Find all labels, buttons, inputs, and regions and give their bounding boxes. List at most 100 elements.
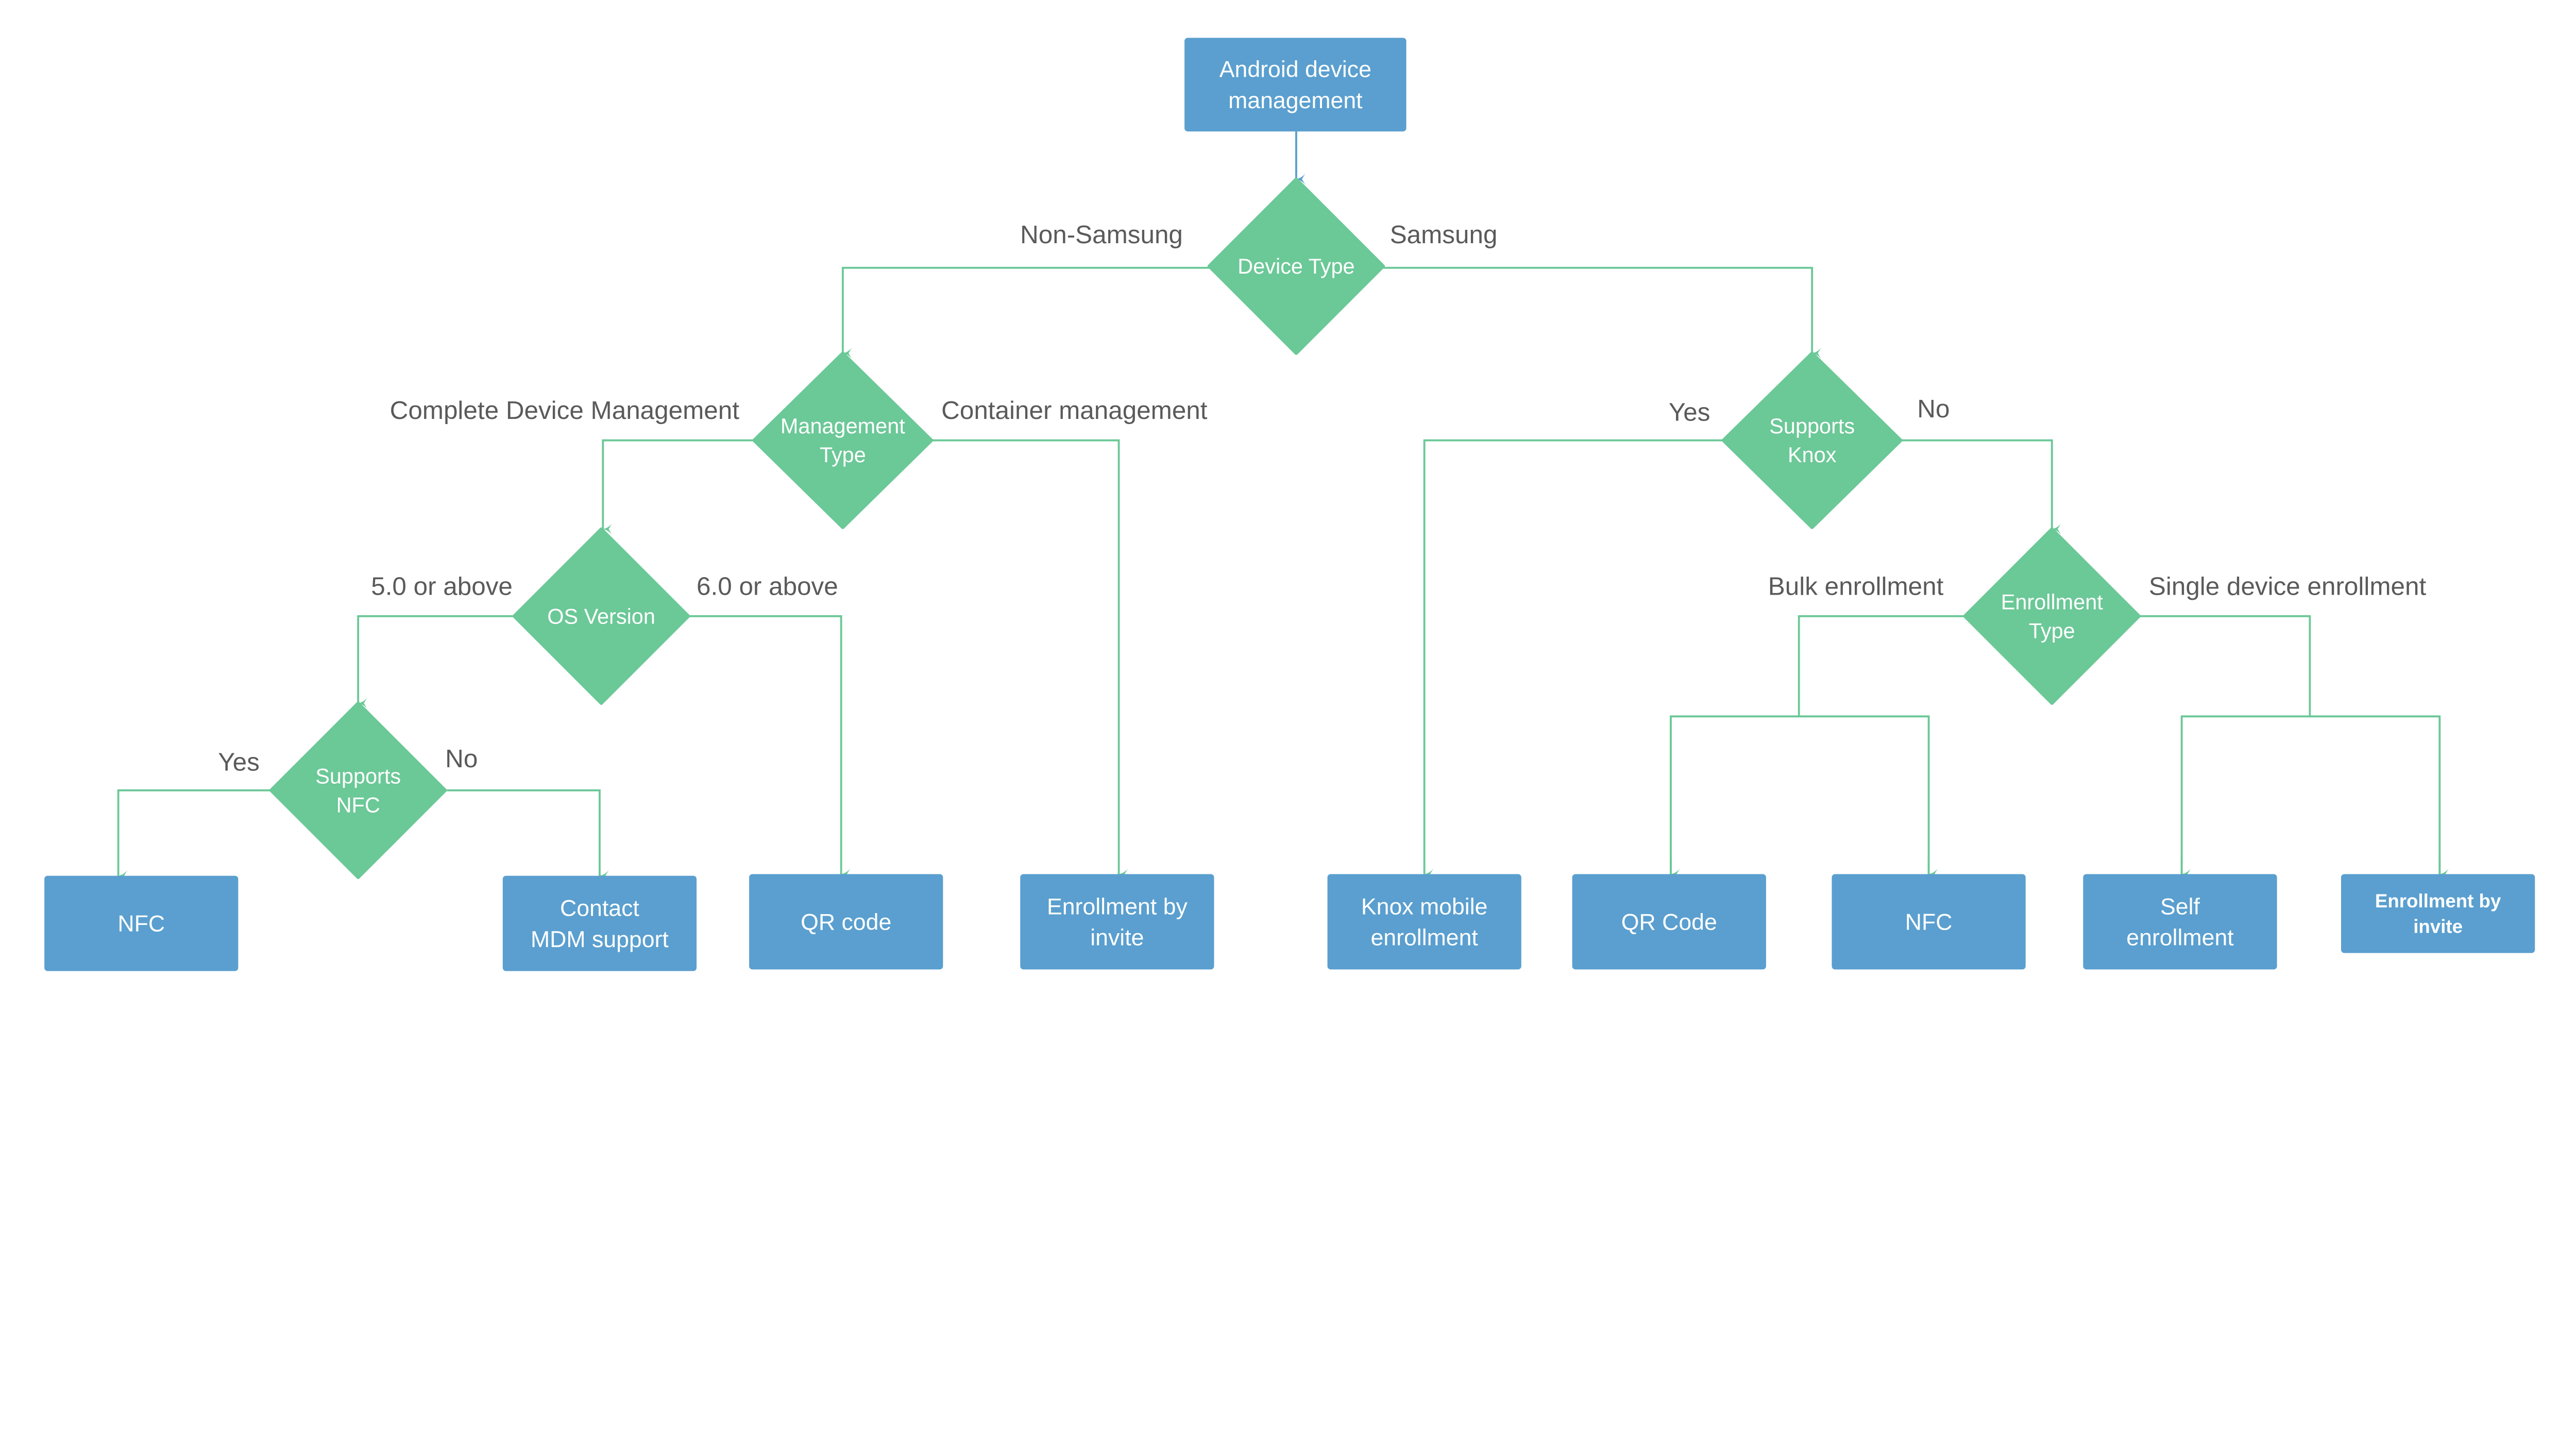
connector-container	[931, 439, 1128, 880]
node-label-line: Self	[2160, 894, 2200, 919]
box-shape	[502, 875, 697, 971]
node-label: OS Version	[547, 604, 655, 628]
node-label-line: Knox mobile	[1361, 894, 1488, 919]
node-label-line: invite	[1090, 925, 1144, 951]
connector-nfc-no	[447, 789, 609, 882]
diamond-shape	[752, 351, 934, 529]
node-label-line: MDM support	[531, 927, 669, 952]
edge-label-samsung: Samsung	[1390, 221, 1498, 249]
process-box-nfc-left[interactable]: NFC	[44, 875, 239, 971]
node-label-line: enrollment	[1370, 925, 1478, 951]
edge-label-nfc-yes: Yes	[218, 748, 260, 777]
node-label-line: Device Type	[1238, 254, 1354, 278]
process-box-knox-mobile[interactable]: Knox mobile enrollment	[1327, 874, 1521, 970]
box-shape	[1184, 38, 1406, 132]
connector-nfc-yes	[117, 789, 272, 882]
box-shape	[1832, 874, 2026, 970]
box-shape	[749, 874, 943, 970]
process-box-invite-right[interactable]: Enrollment by invite	[2341, 874, 2535, 953]
edge-label-container-mgmt: Container management	[941, 396, 1208, 425]
edge-label-knox-yes: Yes	[1669, 398, 1710, 426]
connector-os-6	[688, 615, 851, 880]
node-label-line: Enrollment by	[1047, 894, 1188, 919]
edge-label-os-6: 6.0 or above	[697, 572, 838, 600]
node-label: Enrollment by invite	[1047, 894, 1188, 950]
node-label-line: invite	[2413, 916, 2463, 937]
node-label: Enrollment by invite	[2375, 890, 2501, 937]
connectors	[117, 131, 2449, 882]
process-box-qr-right[interactable]: QR Code	[1572, 874, 1766, 970]
node-label-line: Type	[820, 443, 866, 467]
node-label-line: NFC	[1905, 910, 1953, 935]
process-box-self-enroll[interactable]: Self enrollment	[2083, 874, 2277, 970]
edge-label-os-5: 5.0 or above	[371, 572, 513, 600]
diamond-shape	[269, 701, 447, 879]
node-label-line: management	[1228, 88, 1363, 113]
connector-samsung	[1383, 266, 1822, 359]
node-label-line: Management	[781, 414, 905, 438]
box-shape	[1572, 874, 1766, 970]
diamond-shape	[1207, 177, 1385, 355]
process-box-qr-left[interactable]: QR code	[749, 874, 943, 970]
diamond-shape	[512, 527, 690, 705]
connector-bulk-split	[1670, 715, 1930, 874]
node-label: Self enrollment	[2126, 894, 2234, 950]
connector-knox-yes	[1423, 439, 1724, 880]
connector-single	[2139, 615, 2311, 717]
node-label: Device Type	[1238, 254, 1354, 278]
node-label-line: Enrollment by	[2375, 890, 2501, 912]
node-label-line: Knox	[1788, 443, 1837, 467]
edge-label-non-samsung: Non-Samsung	[1020, 221, 1183, 249]
connector-bulk	[1798, 615, 1965, 717]
node-label-line: Supports	[1769, 414, 1855, 438]
node-label: NFC	[1905, 910, 1953, 935]
node-label-line: enrollment	[2126, 925, 2234, 951]
node-label-line: QR Code	[1621, 910, 1717, 935]
node-label-line: Android device	[1219, 57, 1371, 82]
connector-complete-device	[602, 439, 754, 535]
process-box-invite-left[interactable]: Enrollment by invite	[1020, 874, 1214, 970]
box-shape	[2341, 874, 2535, 953]
node-label-line: NFC	[336, 793, 380, 817]
box-shape	[44, 875, 239, 971]
edge-label-knox-no: No	[1917, 395, 1950, 423]
node-label-line: Enrollment	[2001, 589, 2104, 614]
node-label: Android device management	[1219, 57, 1371, 113]
node-label: NFC	[117, 912, 165, 937]
node-label-line: QR code	[801, 910, 891, 935]
process-box-root[interactable]: Android device management	[1184, 38, 1406, 132]
edge-label-complete-device-mgmt: Complete Device Management	[390, 396, 740, 425]
connector-os-5	[357, 615, 515, 709]
process-box-nfc-right[interactable]: NFC	[1832, 874, 2026, 970]
decision-os-version[interactable]: OS Version	[512, 527, 690, 705]
edge-label-single: Single device enrollment	[2149, 572, 2427, 600]
edge-label-bulk: Bulk enrollment	[1768, 572, 1944, 600]
box-shape	[2083, 874, 2277, 970]
node-label-line: OS Version	[547, 604, 655, 628]
node-label-line: NFC	[117, 912, 165, 937]
node-label: Knox mobile enrollment	[1361, 894, 1488, 950]
connector-single-split	[2180, 715, 2441, 874]
connector-non-samsung	[841, 266, 1209, 359]
node-label: QR code	[801, 910, 891, 935]
diamond-shape	[1963, 527, 2141, 705]
decision-device-type[interactable]: Device Type	[1207, 177, 1385, 355]
edge-label-nfc-no: No	[445, 745, 478, 773]
node-label: QR Code	[1621, 910, 1717, 935]
node-label-line: Supports	[315, 764, 401, 788]
connector-knox-no	[1901, 439, 2061, 535]
